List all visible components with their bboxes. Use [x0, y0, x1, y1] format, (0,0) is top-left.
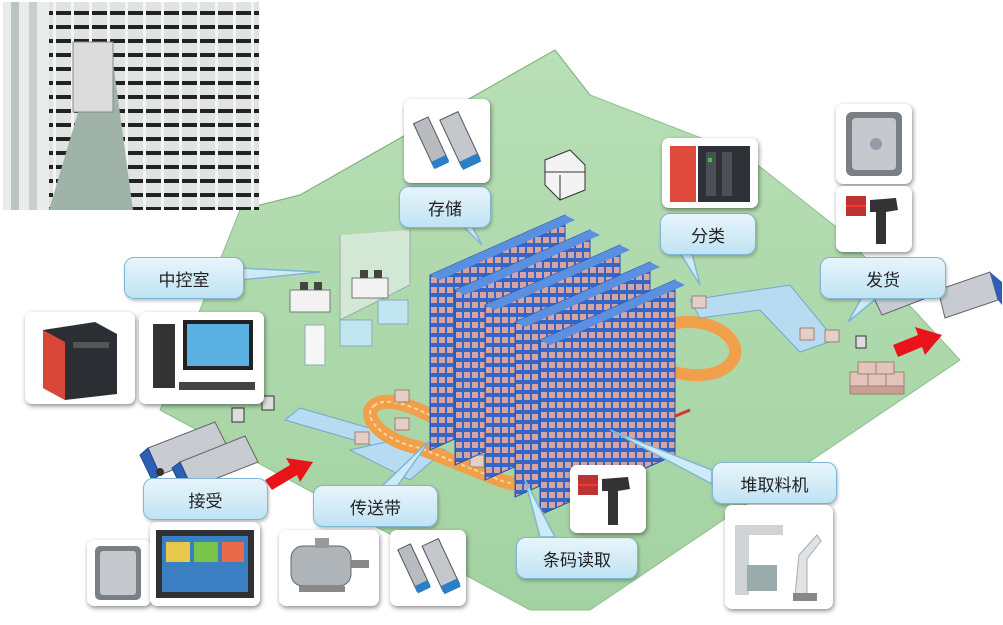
cabinet: [544, 149, 586, 201]
desktop-computer-icon: [139, 312, 264, 404]
belt-conveyor-right: [654, 284, 905, 395]
robot-arm-icon: [725, 505, 833, 609]
motor-icon: [279, 530, 379, 606]
server-icon: [25, 312, 135, 404]
warehouse-photo: [3, 2, 259, 210]
barcode-scanner-icon: [836, 186, 912, 252]
callout-stacker-crane: 堆取料机: [712, 462, 837, 504]
barcode-scanner-icon: [570, 465, 646, 533]
touch-panel-icon: [150, 522, 260, 606]
card-reader-icon: [87, 540, 151, 606]
callout-shipping: 发货: [820, 257, 946, 299]
proximity-sensor-icon: [390, 530, 466, 606]
storage-racks: [429, 214, 685, 516]
forklift-icon: [231, 335, 867, 423]
plc-icon: [662, 138, 758, 208]
callout-storage: 存储: [399, 186, 491, 228]
callout-conveyor: 传送带: [313, 485, 438, 527]
proximity-sensor-icon: [404, 99, 490, 183]
callout-receiving: 接受: [143, 478, 268, 520]
callout-sorting: 分类: [660, 213, 756, 255]
callout-barcode-reading: 条码读取: [516, 537, 638, 579]
card-reader-icon: [836, 104, 912, 184]
control-room-area: [289, 230, 411, 366]
callout-control-room: 中控室: [124, 257, 244, 299]
arrow-icon: [265, 327, 942, 490]
